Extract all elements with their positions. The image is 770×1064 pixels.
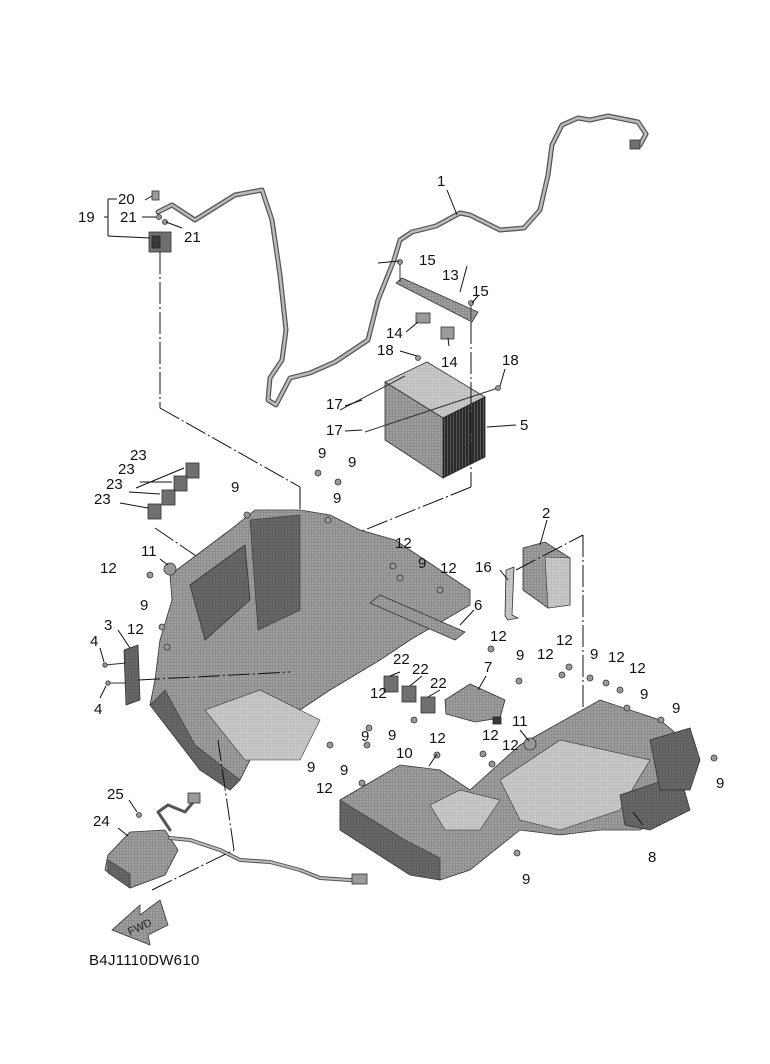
battery-band-part (395, 259, 479, 340)
callout-23: 23 (106, 476, 123, 493)
leader-lines (99, 189, 644, 837)
callout-15: 15 (419, 252, 436, 269)
unit-24-part (104, 792, 368, 889)
callout-13: 13 (442, 267, 459, 284)
callout-21: 21 (120, 209, 137, 226)
callout-12: 12 (608, 649, 625, 666)
callout-18: 18 (377, 342, 394, 359)
callout-9: 9 (318, 445, 326, 462)
callout-22: 22 (393, 651, 410, 668)
callout-3: 3 (104, 617, 112, 634)
callout-9: 9 (361, 728, 369, 745)
callout-12: 12 (395, 535, 412, 552)
callout-12: 12 (440, 560, 457, 577)
callout-9: 9 (340, 762, 348, 779)
callout-17: 17 (326, 422, 343, 439)
tray-cover-part (369, 594, 466, 641)
callout-8: 8 (648, 849, 656, 866)
callout-9: 9 (388, 727, 396, 744)
sub-assembly-19 (148, 190, 172, 253)
callout-11: 11 (512, 713, 528, 730)
callout-19: 19 (78, 209, 95, 226)
callout-22: 22 (412, 661, 429, 678)
callout-17: 17 (326, 396, 343, 413)
callout-5: 5 (520, 417, 528, 434)
callout-18: 18 (502, 352, 519, 369)
callout-12: 12 (316, 780, 333, 797)
stay-part (504, 566, 520, 621)
callout-12: 12 (537, 646, 554, 663)
callout-9: 9 (516, 647, 524, 664)
bracket-plate-part (102, 644, 141, 706)
callout-12: 12 (100, 560, 117, 577)
callout-7: 7 (484, 659, 492, 676)
nut-part (440, 326, 455, 340)
callout-9: 9 (418, 555, 426, 572)
callout-24: 24 (93, 813, 110, 830)
nut-part (415, 312, 431, 324)
callout-4: 4 (90, 633, 98, 650)
screw-part (156, 214, 162, 220)
callout-2: 2 (542, 505, 550, 522)
callout-12: 12 (629, 660, 646, 677)
callout-6: 6 (474, 597, 482, 614)
callout-12: 12 (502, 737, 519, 754)
under-tray-part (619, 727, 701, 831)
callout-15: 15 (472, 283, 489, 300)
forward-direction-arrow: FWD (111, 899, 169, 946)
lower-tray-part (339, 699, 691, 881)
cap-part (151, 190, 160, 201)
main-tray-part (149, 509, 471, 791)
battery-part (339, 355, 501, 479)
callout-labels: 1 2 3 4 4 5 6 7 8 9 9 9 9 9 9 9 9 9 9 9 … (78, 173, 724, 888)
callout-12: 12 (370, 685, 387, 702)
control-unit-part (522, 541, 571, 609)
screw-part (162, 219, 168, 225)
callout-9: 9 (231, 479, 239, 496)
relays-22 (383, 675, 436, 714)
wire-harness-part (155, 113, 649, 408)
callout-11: 11 (141, 543, 157, 560)
fasteners (146, 469, 718, 857)
callout-14: 14 (441, 354, 458, 371)
callout-4: 4 (94, 701, 102, 718)
harness-connector (629, 139, 641, 150)
callout-12: 12 (127, 621, 144, 638)
callout-9: 9 (140, 597, 148, 614)
drawing-code: B4J1110DW610 (89, 952, 200, 969)
callout-12: 12 (556, 632, 573, 649)
callout-9: 9 (307, 759, 315, 776)
callout-9: 9 (333, 490, 341, 507)
callout-9: 9 (522, 871, 530, 888)
callout-10: 10 (396, 745, 413, 762)
callout-16: 16 (475, 559, 492, 576)
callout-22: 22 (430, 675, 447, 692)
screw-part (136, 812, 142, 818)
callout-9: 9 (348, 454, 356, 471)
callout-21: 21 (184, 229, 201, 246)
callout-9: 9 (672, 700, 680, 717)
callout-9: 9 (716, 775, 724, 792)
callout-25: 25 (107, 786, 124, 803)
callout-14: 14 (386, 325, 403, 342)
callout-23: 23 (118, 461, 135, 478)
lid-part (444, 683, 506, 725)
grommet-part (163, 562, 177, 576)
bolt-part (102, 662, 108, 668)
callout-20: 20 (118, 191, 135, 208)
callout-1: 1 (437, 173, 445, 190)
callout-9: 9 (590, 646, 598, 663)
relays-23 (147, 462, 200, 520)
bolt-part (105, 680, 111, 686)
callout-12: 12 (429, 730, 446, 747)
callout-9: 9 (640, 686, 648, 703)
callout-23: 23 (130, 447, 147, 464)
callout-12: 12 (482, 727, 499, 744)
callout-12: 12 (490, 628, 507, 645)
callout-23: 23 (94, 491, 111, 508)
grommet-part (523, 737, 537, 751)
